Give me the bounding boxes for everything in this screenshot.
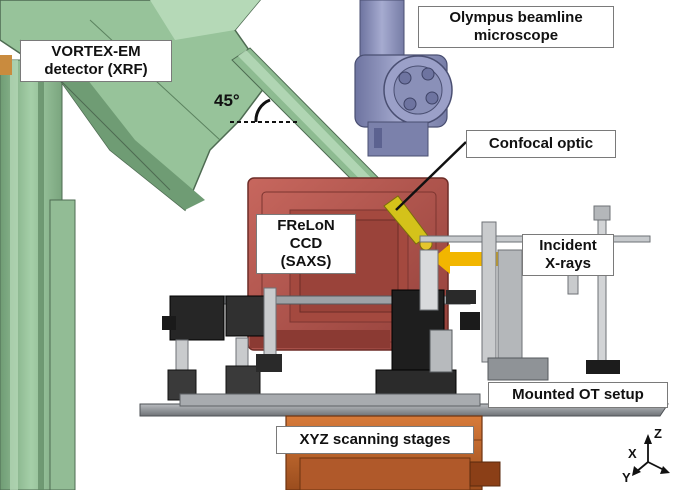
vortex-detector-line-1: VORTEX-EM (51, 43, 141, 60)
confocal-optic-label: Confocal optic (466, 130, 616, 158)
xyz-stages-label: XYZ scanning stages (276, 426, 474, 454)
olympus-microscope-label: Olympus beamline microscope (418, 6, 614, 48)
incident-xrays-line-2: X-rays (545, 255, 591, 272)
angle-label: 45° (214, 91, 240, 110)
frelon-ccd-line-2: CCD (289, 235, 323, 252)
axes-indicator (632, 434, 670, 476)
axis-z-label: Z (654, 426, 662, 441)
frelon-ccd-label: FReLoN CCD (SAXS) (256, 214, 356, 274)
vortex-detector-label: VORTEX-EM detector (XRF) (20, 40, 172, 82)
olympus-microscope-line-1: Olympus beamline (449, 9, 583, 26)
incident-xrays-line-1: Incident (539, 237, 597, 254)
confocal-optic-text: Confocal optic (488, 135, 594, 152)
support-column (0, 59, 76, 490)
mounted-ot-setup-text: Mounted OT setup (512, 386, 644, 403)
angle-annotation (230, 98, 300, 123)
frelon-ccd-line-1: FReLoN (277, 217, 335, 234)
vortex-detector-line-2: detector (XRF) (44, 61, 148, 78)
optical-tweezers-hardware (162, 205, 651, 401)
confocal-optic-pointer (395, 141, 467, 211)
xyz-stages-text: XYZ scanning stages (299, 431, 451, 448)
olympus-microscope-body (354, 0, 453, 157)
incident-xrays-label: Incident X-rays (522, 234, 614, 276)
frelon-ccd-line-3: (SAXS) (280, 253, 332, 270)
axis-x-label: X (628, 446, 637, 461)
axis-y-label: Y (622, 470, 631, 485)
olympus-microscope-line-2: microscope (473, 27, 559, 44)
mounted-ot-setup-label: Mounted OT setup (488, 382, 668, 408)
